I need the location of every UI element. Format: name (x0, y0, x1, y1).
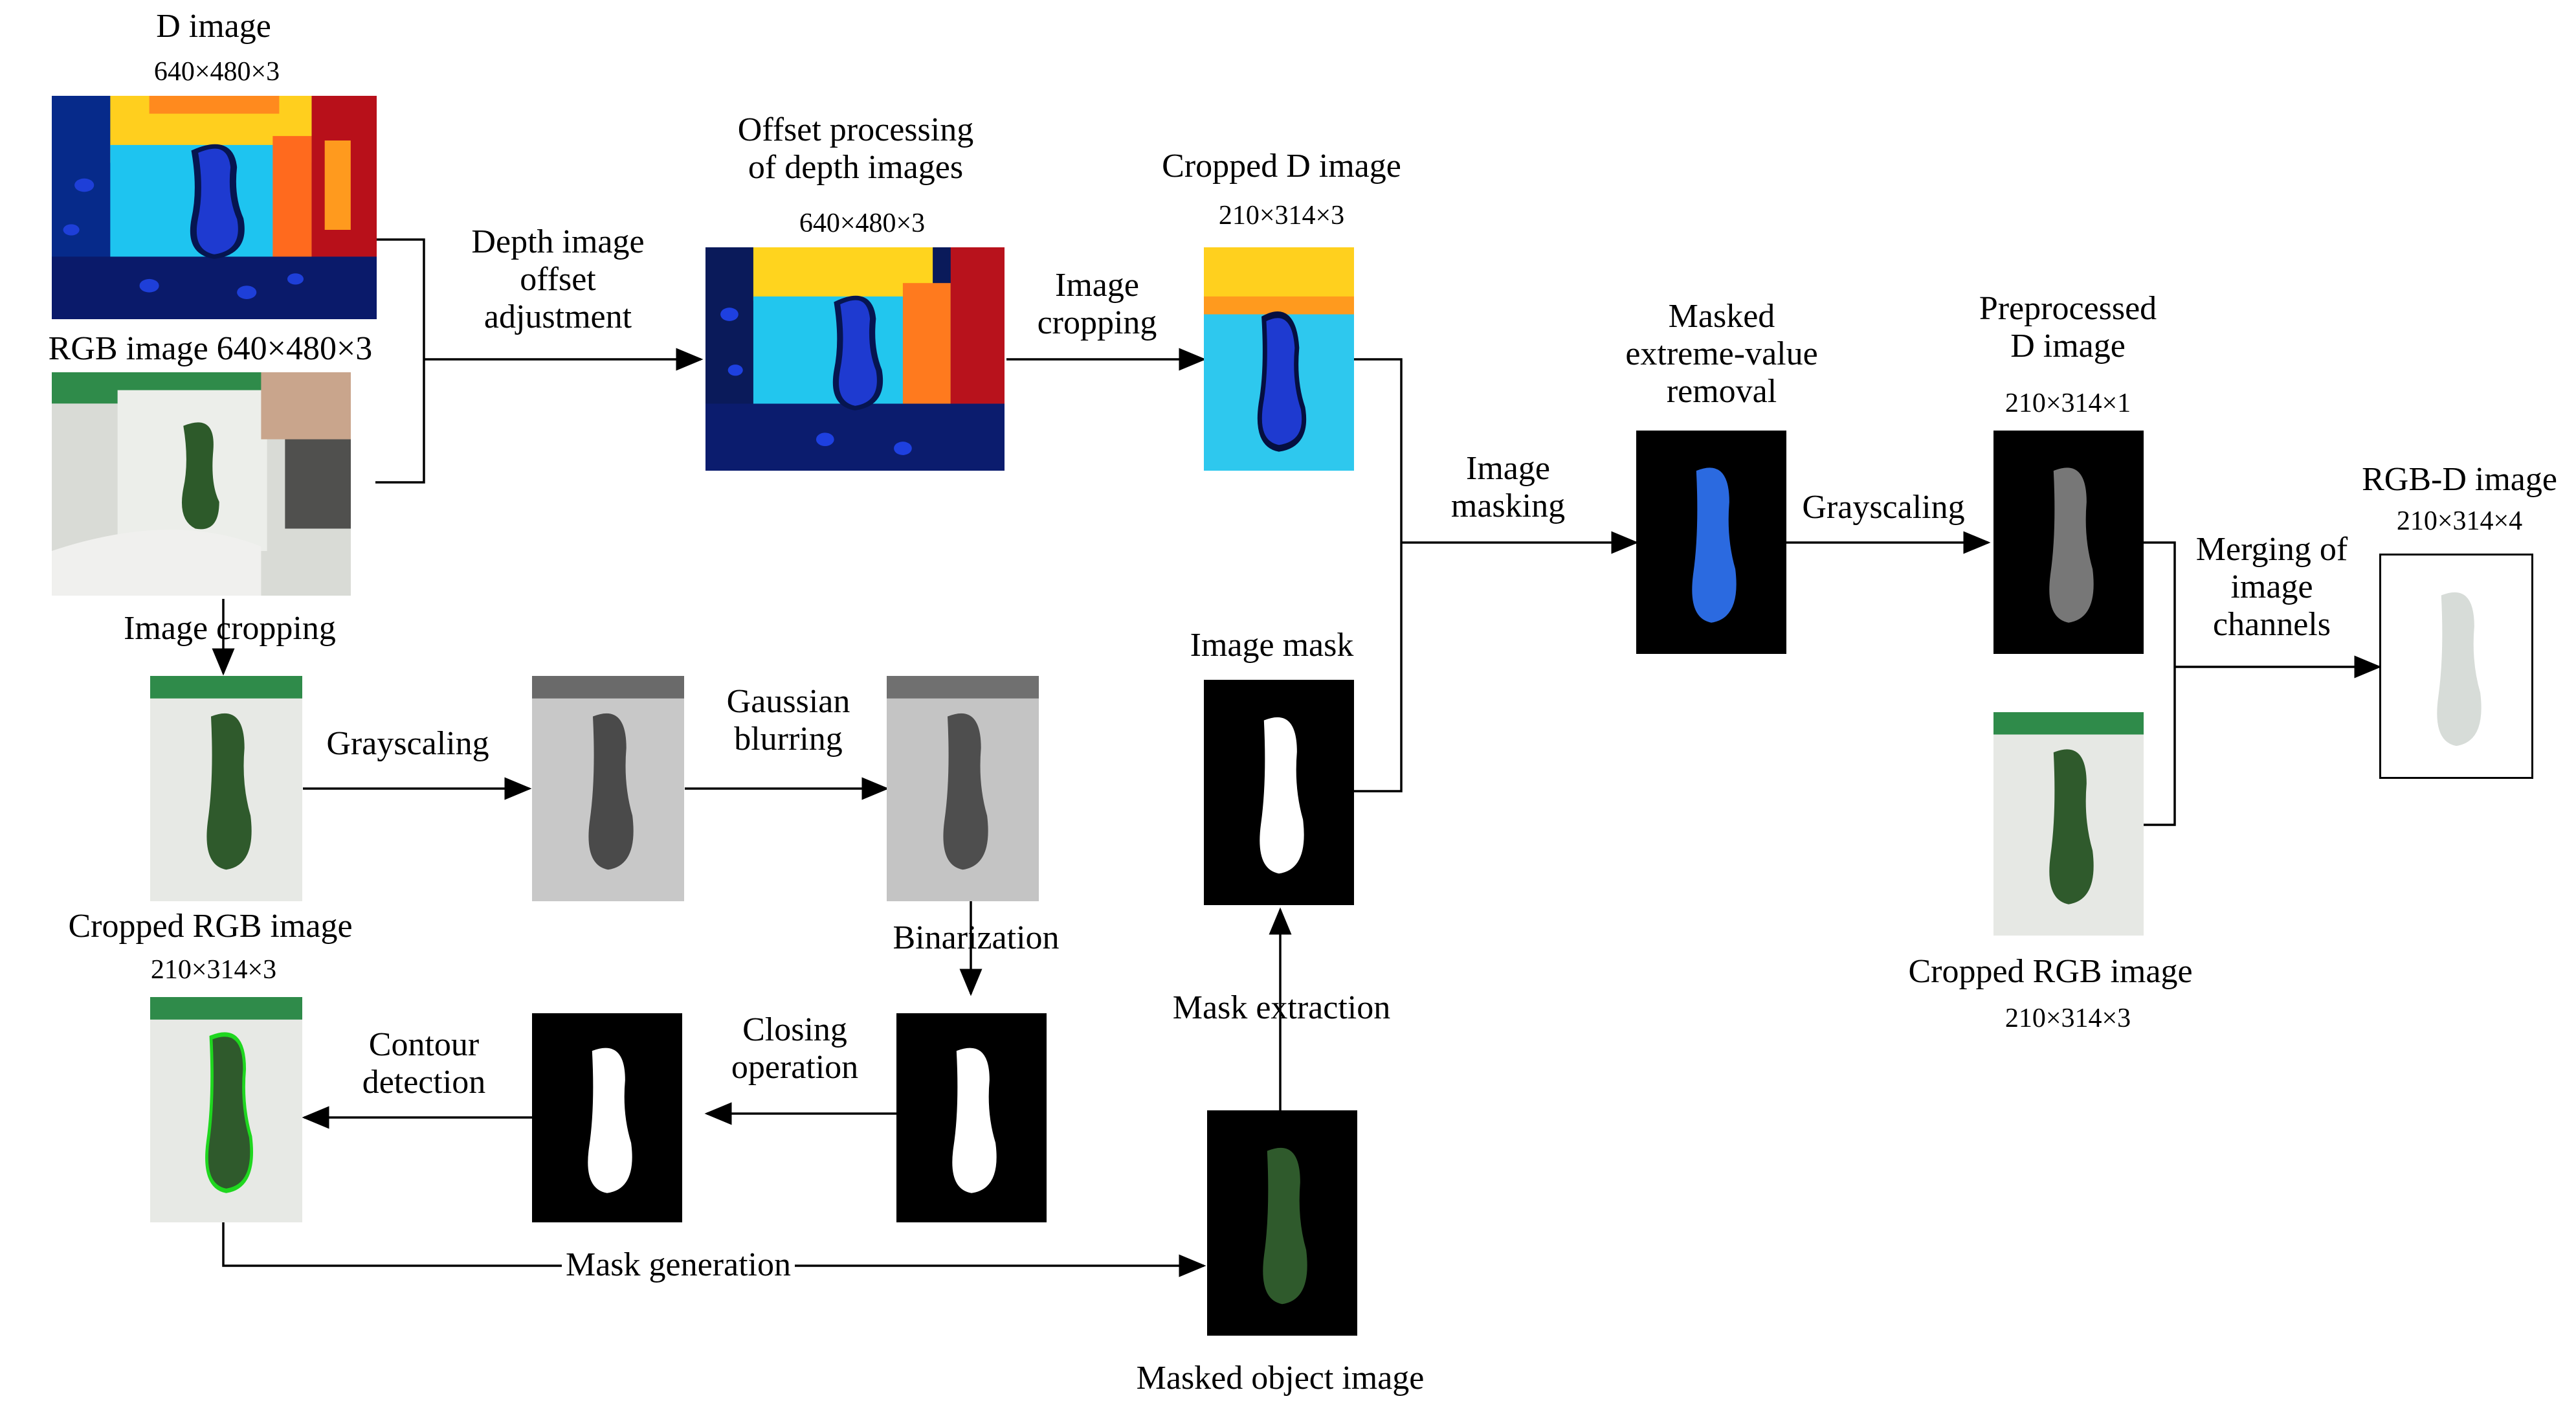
binarized-image (896, 1013, 1047, 1222)
rgbd-title: RGB-D image (2362, 461, 2557, 498)
preprocessed-d-image (1993, 431, 2144, 654)
mask-extraction-label: Mask extraction (1172, 989, 1391, 1026)
cropped-rgb-image-right (1993, 712, 2144, 936)
image-mask-title: Image mask (1190, 627, 1354, 664)
rgbd-image (2379, 554, 2533, 779)
image-mask (1204, 680, 1354, 905)
grayscaling-label-2: Grayscaling (1802, 489, 1965, 526)
cropped-d-dims: 210×314×3 (1218, 201, 1345, 230)
contour-image (150, 997, 302, 1222)
extreme-removal-image (1636, 431, 1786, 654)
merge-bracket (2137, 541, 2176, 826)
d-image-title: D image (156, 8, 271, 45)
cropped-rgb-image (150, 676, 302, 901)
arrow-to-masked-object (222, 1222, 1206, 1277)
image-cropping-label: Image cropping (124, 610, 336, 647)
rgb-image-title: RGB image 640×480×3 (48, 330, 373, 367)
grayscaling-label: Grayscaling (326, 725, 489, 762)
cropped-rgb2-title: Cropped RGB image (1908, 953, 2193, 990)
binarization-label: Binarization (893, 919, 1060, 956)
input-bracket (375, 238, 425, 484)
mask-bracket (1354, 358, 1403, 792)
cropped-rgb2-dims: 210×314×3 (2004, 1004, 2131, 1033)
masked-object-title: Masked object image (1136, 1360, 1425, 1397)
closed-image (532, 1013, 682, 1222)
offset-dims: 640×480×3 (799, 208, 926, 238)
d-image (52, 96, 377, 319)
cropped-rgb-dims: 210×314×3 (150, 955, 277, 985)
rgb-image (52, 372, 351, 596)
cropped-d-image (1204, 247, 1354, 471)
d-image-dims: 640×480×3 (153, 57, 280, 87)
cropped-d-title: Cropped D image (1162, 148, 1401, 185)
grayscale-image (532, 676, 684, 901)
masked-object-image (1207, 1110, 1357, 1336)
blurred-image (887, 676, 1039, 901)
preprocessed-dims: 210×314×1 (2004, 388, 2131, 418)
mask-generation-label: Mask generation (561, 1246, 795, 1285)
offset-depth-image (705, 247, 1005, 471)
cropped-rgb-title: Cropped RGB image (68, 908, 353, 945)
rgbd-dims: 210×314×4 (2396, 506, 2523, 536)
